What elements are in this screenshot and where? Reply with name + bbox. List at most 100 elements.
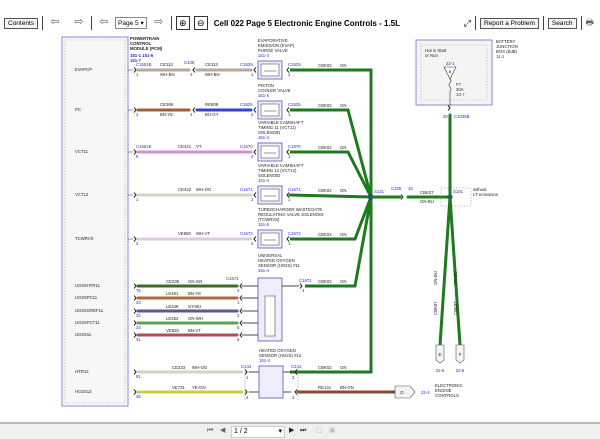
prev-page-icon[interactable]: ◀ (220, 427, 226, 434)
circuit-label: RE808 (205, 102, 219, 107)
off-page-connector[interactable] (455, 344, 465, 364)
wire-color-label: GN (340, 365, 346, 370)
next-page-icon[interactable]: ⇨ (154, 16, 164, 28)
pin-number: 5 (136, 154, 139, 159)
circuit-label: CBK02 (318, 365, 332, 370)
component-name: UNIVERSAL (258, 253, 283, 258)
pin-number: 1 (288, 112, 291, 117)
zoom-in-icon[interactable]: ⊕ (175, 16, 190, 30)
connector-label: C1529 (240, 62, 253, 67)
component-ref: 151-4 (259, 358, 271, 363)
connector-letter: D (400, 390, 404, 395)
pin-number: 2 (237, 313, 240, 318)
contents-button[interactable]: Contents (4, 17, 39, 29)
pcm-signal-label: UO2SPC11 (75, 295, 98, 300)
connector-icon (253, 236, 257, 242)
component-ref: 151-4 (258, 135, 270, 140)
component-ref: 13-7 (456, 92, 465, 97)
component-ref: 151-4 (258, 268, 270, 273)
component-name: HEATED OXYGEN (258, 258, 295, 263)
pin-number: 2 (288, 72, 291, 77)
pcm-signal-label: VCT11 (75, 149, 89, 154)
fuse-label: F7 (456, 82, 462, 87)
pcm-signal-label: PC (75, 107, 81, 112)
circuit-label: LE452 (166, 316, 179, 321)
bjb-name: JUNCTION (496, 44, 518, 49)
last-page-icon[interactable]: ⏭ (300, 427, 307, 434)
connector-icon (133, 283, 137, 289)
connector-icon (133, 332, 137, 338)
component-name: SOLENOID (258, 130, 280, 135)
component-name: TIMING 11 (VCT11) (258, 125, 296, 130)
wire-color-label: BN-YE (160, 112, 173, 117)
connector-label: C1525 (288, 102, 301, 107)
component-name: COOLER VALVE (258, 88, 291, 93)
wire-color-label: GN-BU (453, 271, 458, 285)
wire-color-label: GY-BU (188, 304, 201, 309)
component-ref: 151-5 (258, 222, 270, 227)
circuit-label: CBK02 (318, 232, 332, 237)
connector-icon (286, 67, 290, 73)
component-name: REGULATING VALVE SOLENOID (258, 212, 323, 217)
connector-letter: F (459, 352, 462, 357)
component-name: PURGE VALVE (258, 48, 288, 53)
expand-icon[interactable]: ⤢ (463, 17, 471, 28)
report-problem-button[interactable]: Report a Problem (479, 17, 539, 29)
connector-icon (133, 107, 137, 113)
connector-label: C105 (391, 186, 402, 191)
connector-icon (244, 369, 248, 375)
off-page-connector[interactable] (394, 385, 416, 399)
connector-letter: E (438, 352, 441, 357)
pin-number: 2 (251, 197, 254, 202)
pin-number: 1 (136, 72, 139, 77)
next-page-icon[interactable]: ▶ (289, 427, 295, 434)
connector-icon (133, 236, 137, 242)
wire-color-label: GN (340, 188, 346, 193)
connector-icon (133, 308, 137, 314)
divider (42, 16, 44, 30)
pcm-signal-label: UO2SGREF11 (75, 308, 104, 313)
connector-icon (253, 107, 257, 113)
component-name: SENSOR (HO2S) #11 (258, 263, 301, 268)
battery-junction-box (415, 39, 493, 106)
pcm-ref: 151-1 151-5 (130, 53, 154, 58)
back-arrow-icon[interactable]: ⇦ (50, 16, 60, 28)
connector-label: C1670 (240, 144, 253, 149)
pin-number: 1 (288, 241, 291, 246)
forward-arrow-icon[interactable]: ⇨ (74, 16, 84, 28)
wire-color-label: VT (196, 144, 202, 149)
page-select[interactable]: Page 5 ▾ (115, 17, 147, 29)
bjb-inner (420, 44, 488, 101)
pin-number: 3 (292, 395, 295, 400)
bjb-name: BOX (BJB) (496, 49, 518, 54)
page-number-input[interactable]: 1 / 2▾ (231, 426, 285, 438)
component-ref: 22-1 (446, 61, 455, 66)
connector-icon (133, 149, 137, 155)
first-page-icon[interactable]: ⏮ (207, 427, 214, 434)
wire-color-label: WH-VT (196, 231, 210, 236)
component-ref: 151-4 (258, 178, 270, 183)
pin-number: 5 (237, 325, 240, 330)
divider (542, 16, 544, 30)
zoom-out-icon[interactable]: ⊖ (193, 16, 208, 30)
connector-label: C105 (184, 60, 195, 65)
circuit-label: CBK07 (453, 301, 458, 315)
circuit-label: CE233 (172, 365, 186, 370)
pin-number: 1 (246, 375, 249, 380)
ground-wire (288, 193, 373, 199)
connector-label: C1525 (240, 102, 253, 107)
single-page-icon[interactable]: ▢ (316, 427, 323, 434)
connector-label: C1551E (136, 144, 152, 149)
wire-color-label: GN (340, 103, 346, 108)
connector-label: C1670 (288, 144, 301, 149)
pcm-module-inner (64, 39, 126, 404)
print-icon[interactable]: 🖶 (585, 17, 595, 27)
page-title: Cell 022 Page 5 Electronic Engine Contro… (213, 18, 400, 28)
connector-icon (286, 192, 290, 198)
connector-icon (299, 283, 303, 289)
two-page-icon[interactable]: ▣ (329, 427, 336, 434)
search-button[interactable]: Search (547, 17, 577, 29)
prev-page-icon[interactable]: ⇦ (99, 16, 109, 28)
off-page-connector[interactable] (435, 344, 445, 364)
connector-icon (286, 149, 290, 155)
